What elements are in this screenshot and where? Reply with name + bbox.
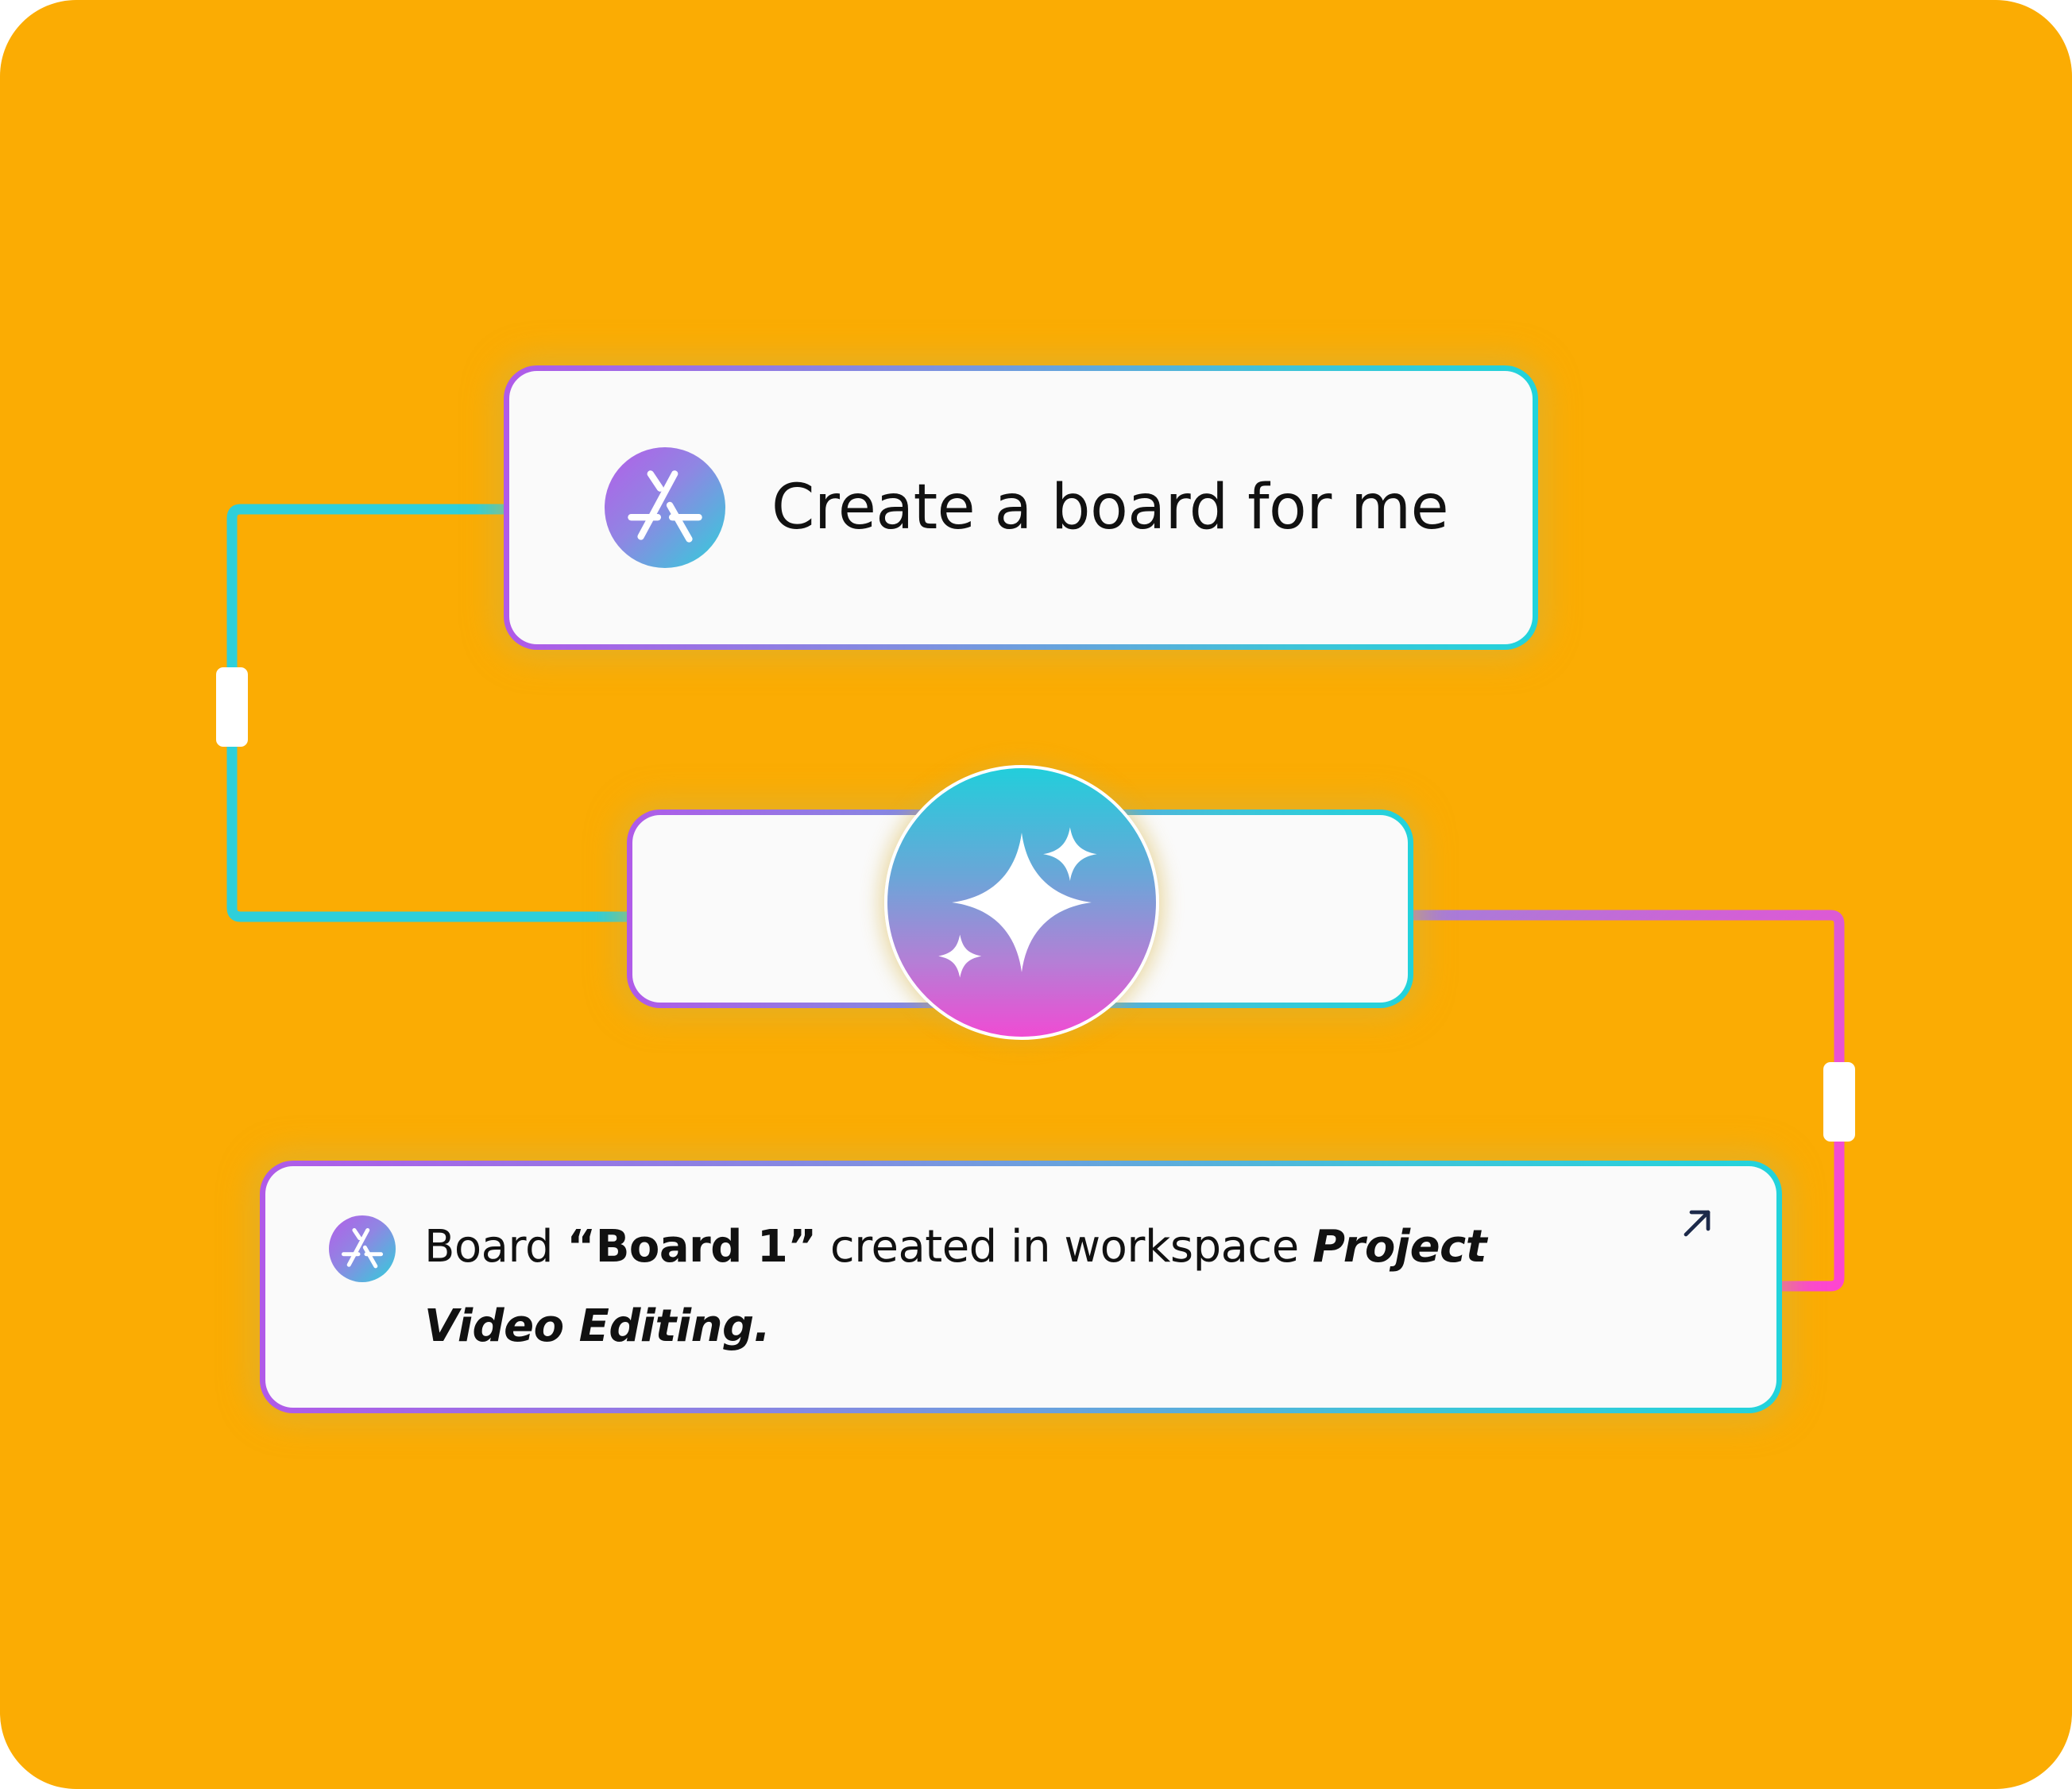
ai-orb[interactable] <box>884 765 1159 1040</box>
prompt-text: Create a board for me <box>771 472 1449 543</box>
external-link-arrow-icon[interactable] <box>1675 1201 1719 1246</box>
prompt-card[interactable]: Create a board for me <box>504 365 1538 650</box>
result-message: Board “Board 1” created in workspace Pro… <box>424 1207 1624 1366</box>
result-card[interactable]: Board “Board 1” created in workspace Pro… <box>260 1161 1782 1413</box>
result-middle: created in workspace <box>816 1221 1312 1273</box>
result-card-body: Board “Board 1” created in workspace Pro… <box>265 1166 1776 1408</box>
prompt-card-body: Create a board for me <box>509 371 1533 644</box>
board-name: “Board 1” <box>566 1221 817 1273</box>
connector-handle-left[interactable] <box>216 667 248 747</box>
sparkles-icon <box>938 827 1097 978</box>
app-logo-icon <box>329 1215 396 1282</box>
result-prefix: Board <box>424 1221 567 1273</box>
app-logo-icon <box>605 447 725 568</box>
connector-handle-right[interactable] <box>1823 1062 1855 1142</box>
workspace-name: Project Video Editing. <box>424 1221 1487 1352</box>
